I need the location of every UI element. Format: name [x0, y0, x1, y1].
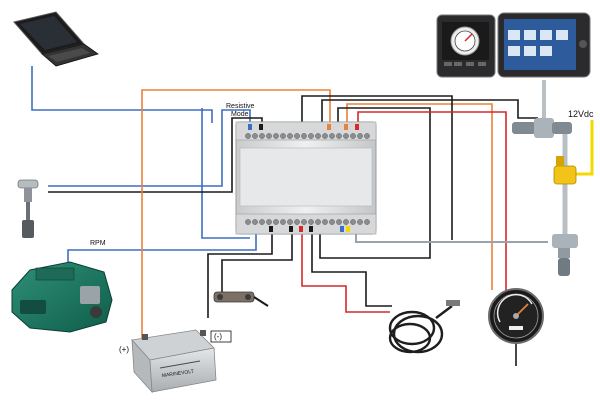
- temperature-sensor-cable: [388, 300, 460, 354]
- terminal-screw: [245, 219, 251, 225]
- terminal-screw: [294, 219, 300, 225]
- terminal-screw: [350, 133, 356, 139]
- terminal-screw: [266, 219, 272, 225]
- battery-brand-label: MARINEVOLT: [162, 369, 195, 379]
- terminal-screw: [294, 133, 300, 139]
- terminal-screw: [308, 133, 314, 139]
- battery-positive-label: (+): [119, 345, 129, 354]
- wire-orange-right: [346, 103, 493, 290]
- terminal-screw: [308, 219, 314, 225]
- terminal-screw: [329, 219, 335, 225]
- terminal-screw: [287, 133, 293, 139]
- wire-blue-loop: [201, 108, 250, 239]
- battery-negative-label: (-): [214, 332, 222, 341]
- terminal-screw: [322, 219, 328, 225]
- terminal-screw: [252, 219, 258, 225]
- wire-black-sensor: [311, 232, 392, 307]
- tank-level-sender: [17, 179, 39, 238]
- analog-gauge: [488, 288, 544, 344]
- wire-sender-black: [48, 117, 263, 193]
- terminal-screw: [336, 219, 342, 225]
- terminal-screw: [343, 219, 349, 225]
- wire-black-battery: [207, 232, 273, 318]
- terminal-screw: [273, 219, 279, 225]
- battery-negative-box: [210, 330, 232, 343]
- terminal-screw: [259, 219, 265, 225]
- wire-gray-backbone: [355, 232, 548, 243]
- terminal-screw: [364, 219, 370, 225]
- marine-engine: [11, 261, 113, 333]
- terminal-screw: [357, 219, 363, 225]
- wire-red-gauge: [357, 111, 507, 296]
- resistive-mode-label-line2: Mode: [231, 111, 249, 118]
- top-terminals: [245, 133, 370, 139]
- terminal-screw: [364, 133, 370, 139]
- wire-12vdc-yellow: [574, 120, 594, 176]
- terminal-screw: [273, 133, 279, 139]
- shunt-resistor: [213, 291, 269, 307]
- terminal-screw: [350, 219, 356, 225]
- terminal-screw: [322, 133, 328, 139]
- wire-orange-long: [141, 89, 331, 340]
- terminal-screw: [357, 133, 363, 139]
- wire-black-mid: [319, 107, 431, 259]
- terminal-screw: [301, 133, 307, 139]
- wire-black-top: [301, 95, 453, 240]
- rpm-label: RPM: [90, 240, 106, 247]
- interface-module: [235, 121, 377, 235]
- wire-black-shunt: [221, 232, 293, 296]
- terminal-screw: [301, 219, 307, 225]
- terminal-screw: [280, 133, 286, 139]
- terminal-screw: [252, 133, 258, 139]
- terminal-screw: [266, 133, 272, 139]
- terminal-screw: [287, 219, 293, 225]
- terminal-screw: [343, 133, 349, 139]
- terminal-screw: [315, 133, 321, 139]
- bottom-terminals: [245, 219, 370, 225]
- wire-rpm-blue: [67, 232, 257, 266]
- resistive-mode-label-line1: Resistive: [226, 103, 255, 110]
- wire-black-top2: [321, 99, 538, 123]
- nmea-backbone-connectors: [512, 118, 578, 276]
- supply-12vdc-label: 12Vdc: [568, 109, 594, 119]
- battery: [131, 329, 217, 394]
- terminal-screw: [259, 133, 265, 139]
- wire-red-sensor: [301, 232, 390, 313]
- wire-sender-blue: [48, 109, 251, 187]
- terminal-screw: [329, 133, 335, 139]
- terminal-screw: [280, 219, 286, 225]
- terminal-screw: [336, 133, 342, 139]
- wire-laptop-blue: [31, 66, 213, 123]
- wires: [31, 66, 594, 366]
- chartplotter-displays: [436, 12, 591, 78]
- terminal-screw: [315, 219, 321, 225]
- terminal-screw: [245, 133, 251, 139]
- laptop-computer: [13, 11, 99, 67]
